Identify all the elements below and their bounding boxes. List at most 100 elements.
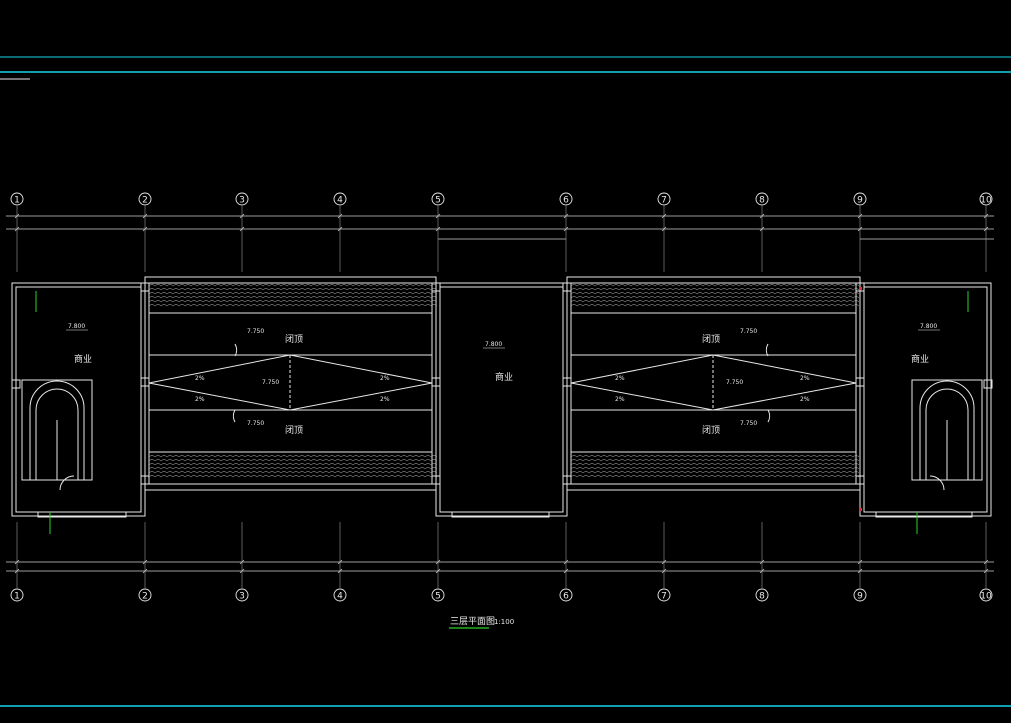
tile-row [148,467,438,470]
drawing-scale: 1:100 [494,618,514,626]
axis-circle [979,192,993,206]
slope-label: 2% [800,396,810,403]
slope-label: 2% [615,396,625,403]
room-labels: 商业 商业 商业 闭顶 闭顶 闭顶 闭顶 [74,333,929,436]
axis-label: 9 [857,592,863,602]
elevation-underlines [66,329,940,349]
tile-row [570,296,860,299]
tile-row [148,471,438,474]
axis-label: 6 [563,592,569,602]
axis-circle [138,588,152,602]
elevation-roof: 7.750 [740,420,757,427]
axis-label: 9 [857,196,863,206]
red-markers [859,287,862,511]
tile-row [148,292,438,295]
elevation-roof: 7.750 [262,379,279,386]
tile-row [148,296,438,299]
axis-circle [333,588,347,602]
axis-bubble: 1 [10,588,24,602]
tile-row [148,475,438,478]
roof-tile-hatch [148,284,860,478]
axis-grid-lines [16,206,987,588]
axis-bubble: 7 [657,588,671,602]
axis-bubble: 10 [979,588,993,602]
slope-label: 2% [380,396,390,403]
axis-label: 7 [661,196,667,206]
room-label-commerce-left: 商业 [74,353,92,365]
axis-circle [138,192,152,206]
axis-bubble: 10 [979,192,993,206]
tile-row [570,475,860,478]
axis-bubble: 6 [559,192,573,206]
axis-circle [853,588,867,602]
axis-bubble: 5 [431,192,445,206]
elevation-roof: 7.750 [740,328,757,335]
axis-circle [333,192,347,206]
tile-row [148,455,438,458]
elevation-labels: 7.800 7.800 7.800 7.750 7.750 7.750 7.75… [68,323,937,427]
elevation-roof: 7.750 [247,420,264,427]
axis-circle [235,192,249,206]
tile-row [148,300,438,303]
axis-bubble: 8 [755,588,769,602]
drawing-title: 三层平面图 [450,616,495,627]
axis-circle [235,588,249,602]
axis-bubble: 5 [431,588,445,602]
tile-row [148,304,438,307]
axis-circle [853,192,867,206]
tile-row [148,288,438,291]
room-label-commerce-right: 商业 [911,353,929,365]
axis-label: 3 [239,592,245,602]
axis-label: 2 [142,196,148,206]
axis-bubble: 3 [235,588,249,602]
building-walls [11,276,993,518]
tile-row [570,455,860,458]
axis-circle [431,588,445,602]
note-leaders [35,291,969,534]
dimension-lines [6,213,994,574]
axis-circle [559,192,573,206]
room-label-roof: 闭顶 [285,424,303,436]
axis-label: 10 [980,196,992,206]
slope-label: 2% [800,375,810,382]
room-label-roof: 闭顶 [285,333,303,345]
axis-circle [431,192,445,206]
axis-circle [559,588,573,602]
axis-label: 5 [435,592,441,602]
room-label-commerce-mid: 商业 [495,371,513,383]
slope-label: 2% [615,375,625,382]
axis-circle [657,192,671,206]
axis-label: 4 [337,592,343,602]
axis-bubble: 3 [235,192,249,206]
tile-row [570,304,860,307]
axis-circle [755,588,769,602]
axis-bubble: 4 [333,588,347,602]
axis-bubble: 7 [657,192,671,206]
elevation-roof: 7.750 [247,328,264,335]
axis-circle [10,588,24,602]
axis-label: 8 [759,592,765,602]
elevation-floor: 7.800 [920,323,937,330]
tile-row [148,459,438,462]
tile-row [570,292,860,295]
axis-label: 5 [435,196,441,206]
axis-bubble: 2 [138,588,152,602]
axis-label: 7 [661,592,667,602]
axis-circle [657,588,671,602]
slope-labels: 2% 2% 2% 2% 2% 2% 2% 2% [195,375,810,403]
axis-bubble: 9 [853,588,867,602]
axis-bubble: 4 [333,192,347,206]
axis-circle [10,192,24,206]
axis-label: 1 [14,196,20,206]
tile-row [148,463,438,466]
axis-bubble: 1 [10,192,24,206]
slope-label: 2% [380,375,390,382]
tile-row [148,284,438,287]
elevation-floor: 7.800 [68,323,85,330]
slope-label: 2% [195,375,205,382]
tile-row [570,471,860,474]
axis-bubble: 6 [559,588,573,602]
tile-row [570,288,860,291]
